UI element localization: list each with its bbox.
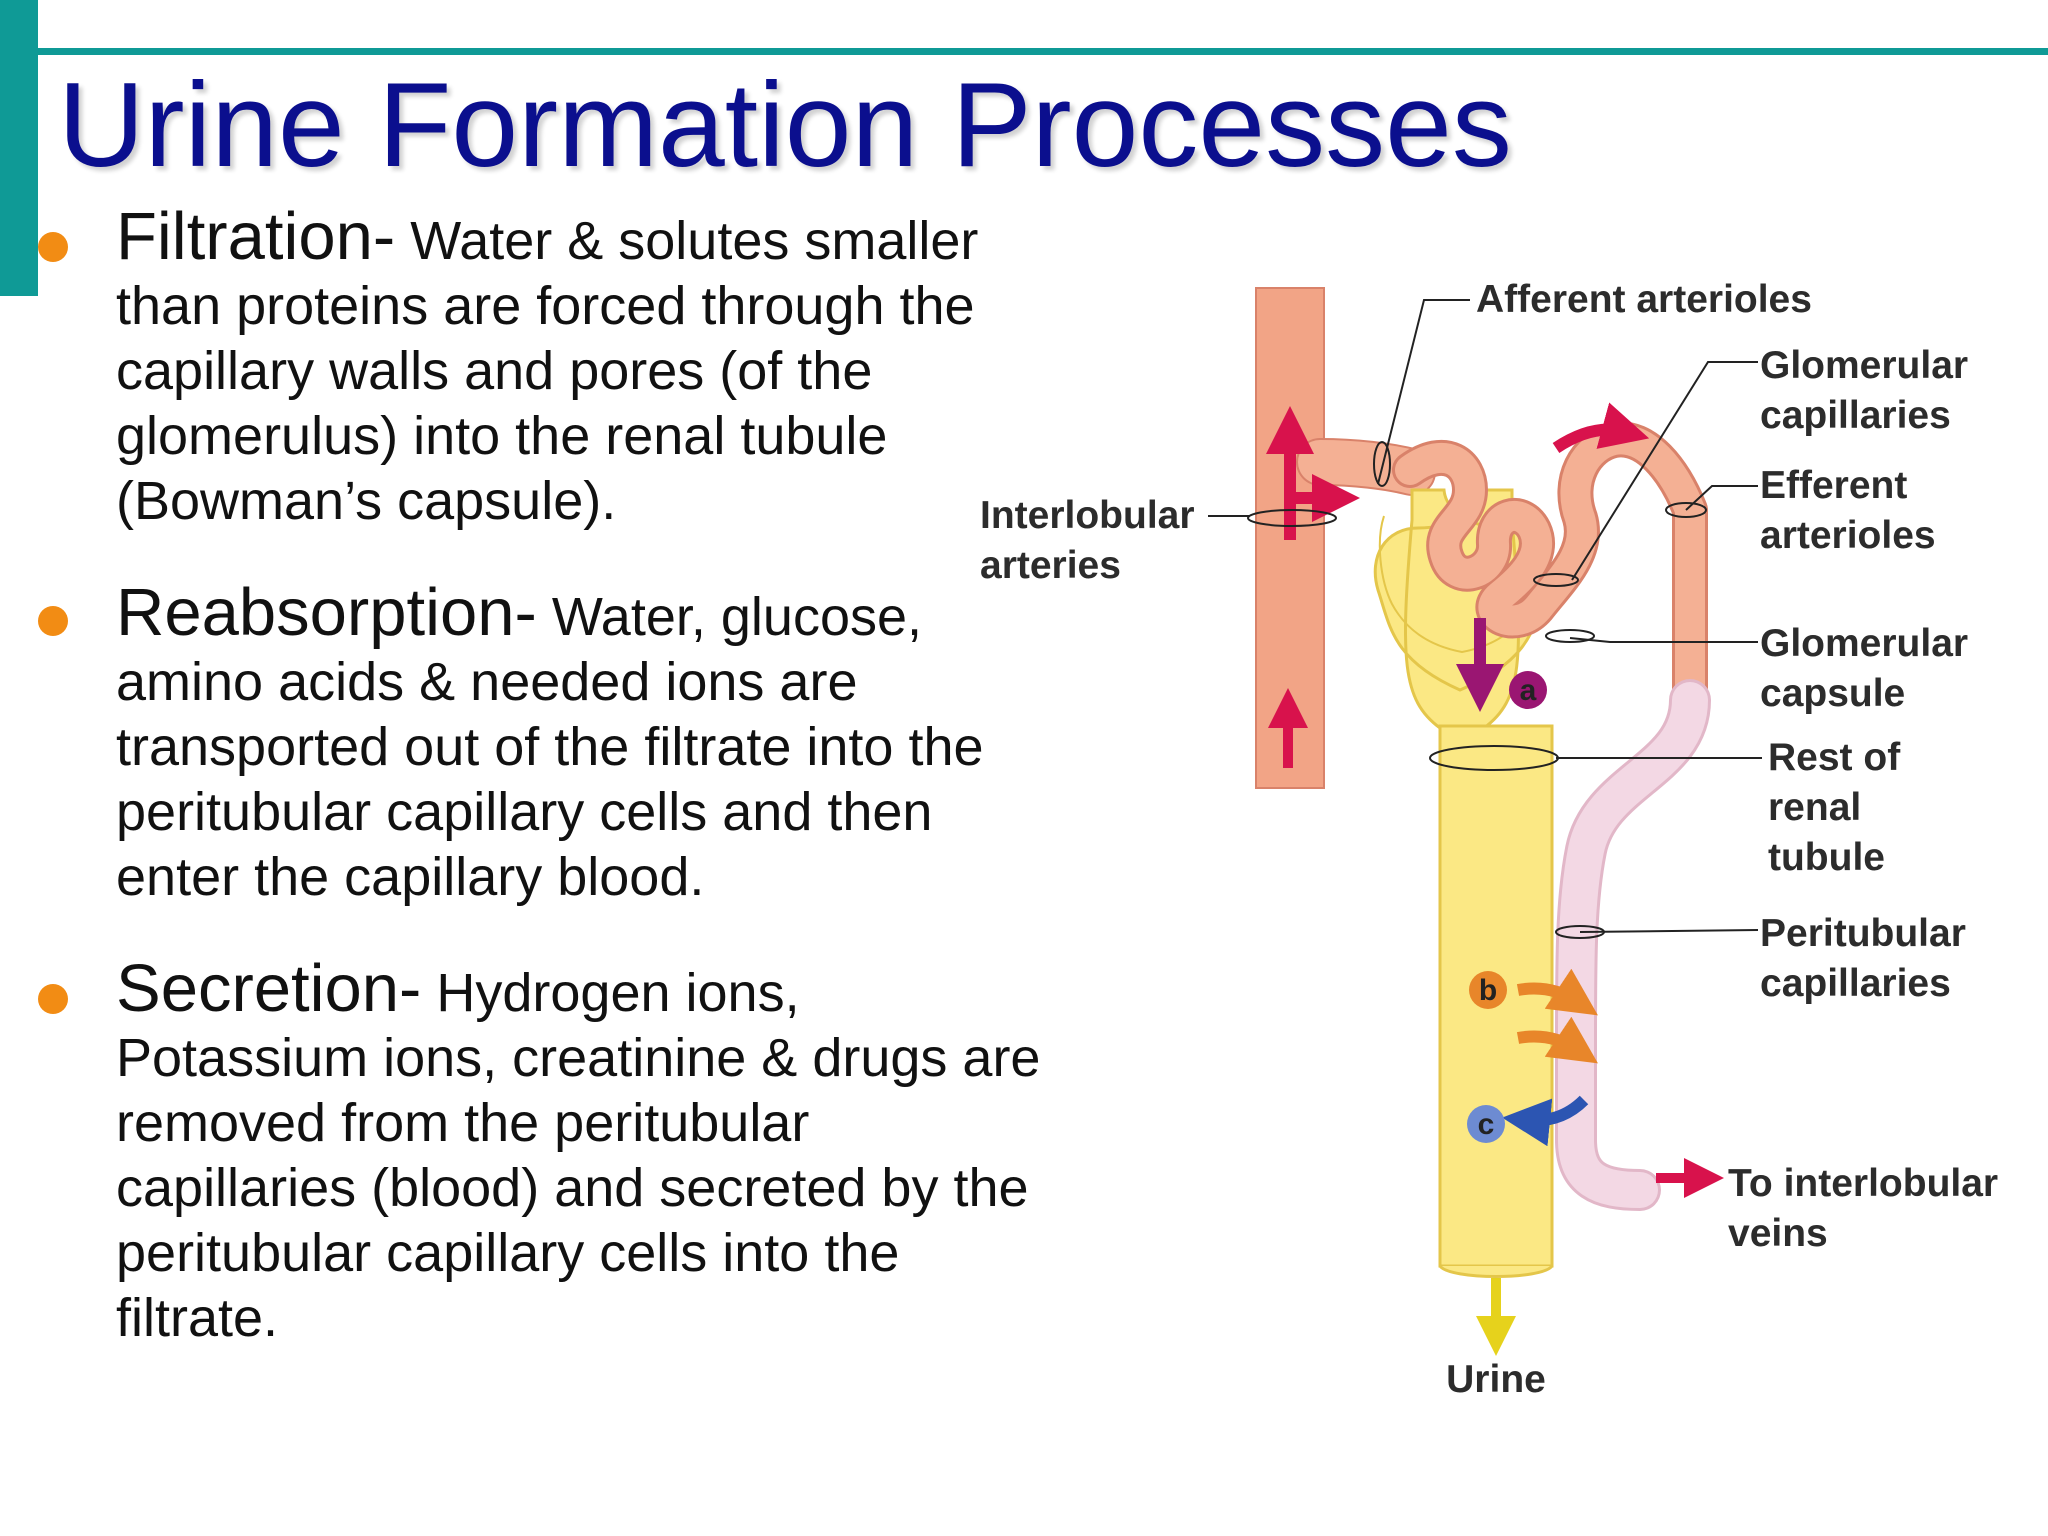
marker-b-circle [1469, 971, 1507, 1009]
label-rest-of-renal-tubule-2: renal [1768, 786, 1861, 829]
desc-reabsorption: Water, glucose, amino acids & needed ion… [116, 587, 984, 907]
label-efferent-arterioles-2: arterioles [1760, 514, 1936, 557]
label-interlobular-arteries-1: Interlobular [980, 494, 1195, 537]
label-glomerular-capsule-1: Glomerular [1760, 622, 1968, 665]
marker-a: a [1520, 674, 1537, 707]
slide-title: Urine Formation Processes [58, 58, 1512, 192]
label-rest-of-renal-tubule-1: Rest of [1768, 736, 1901, 779]
term-secretion: Secretion- [116, 951, 422, 1026]
glomerular-flow-arrow [1552, 402, 1650, 454]
term-reabsorption: Reabsorption- [116, 575, 537, 650]
label-interlobular-arteries-2: arteries [980, 544, 1121, 587]
nephron-diagram: a b c Afferent arterioles Glomerular cap… [980, 278, 1998, 1401]
marker-c-circle [1467, 1105, 1505, 1143]
label-to-interlobular-veins-2: veins [1728, 1212, 1828, 1255]
secretion-arrow [1502, 1095, 1589, 1147]
bullet-dot [38, 984, 68, 1014]
renal-tubule-end [1438, 1264, 1554, 1278]
bullet-dot [38, 232, 68, 262]
bullet-filtration: Filtration- Water & solutes smaller than… [116, 203, 1046, 534]
title-divider [38, 48, 2048, 55]
label-peritubular-capillaries-2: capillaries [1760, 962, 1951, 1005]
bullet-dot [38, 606, 68, 636]
label-efferent-arterioles-1: Efferent [1760, 464, 1907, 507]
label-rest-of-renal-tubule-3: tubule [1768, 836, 1885, 879]
label-peritubular-capillaries-1: Peritubular [1760, 912, 1966, 955]
bullet-reabsorption: Reabsorption- Water, glucose, amino acid… [116, 579, 1046, 910]
label-urine: Urine [1446, 1358, 1546, 1401]
leader-lines [1208, 299, 1762, 939]
reabsorption-arrow-2 [1516, 1016, 1598, 1064]
marker-b: b [1479, 974, 1497, 1007]
glomerular-capillary-loop [1395, 424, 1705, 715]
marker-c: c [1478, 1108, 1495, 1141]
teal-accent-bar [0, 0, 38, 296]
bullet-secretion: Secretion- Hydrogen ions, Potassium ions… [116, 955, 1046, 1351]
marker-a-circle [1509, 671, 1547, 709]
peritubular-capillary-vessel [1558, 682, 1708, 1208]
reabsorption-arrow-1 [1516, 968, 1598, 1016]
term-filtration: Filtration- [116, 199, 396, 274]
label-glomerular-capsule-2: capsule [1760, 672, 1905, 715]
desc-filtration: Water & solutes smaller than proteins ar… [116, 211, 979, 531]
label-afferent-arterioles: Afferent arterioles [1476, 278, 1812, 321]
label-glomerular-capillaries-1: Glomerular [1760, 344, 1968, 387]
label-glomerular-capillaries-2: capillaries [1760, 394, 1951, 437]
desc-secretion: Hydrogen ions, Potassium ions, creatinin… [116, 963, 1041, 1348]
label-to-interlobular-veins-1: To interlobular [1728, 1162, 1998, 1205]
